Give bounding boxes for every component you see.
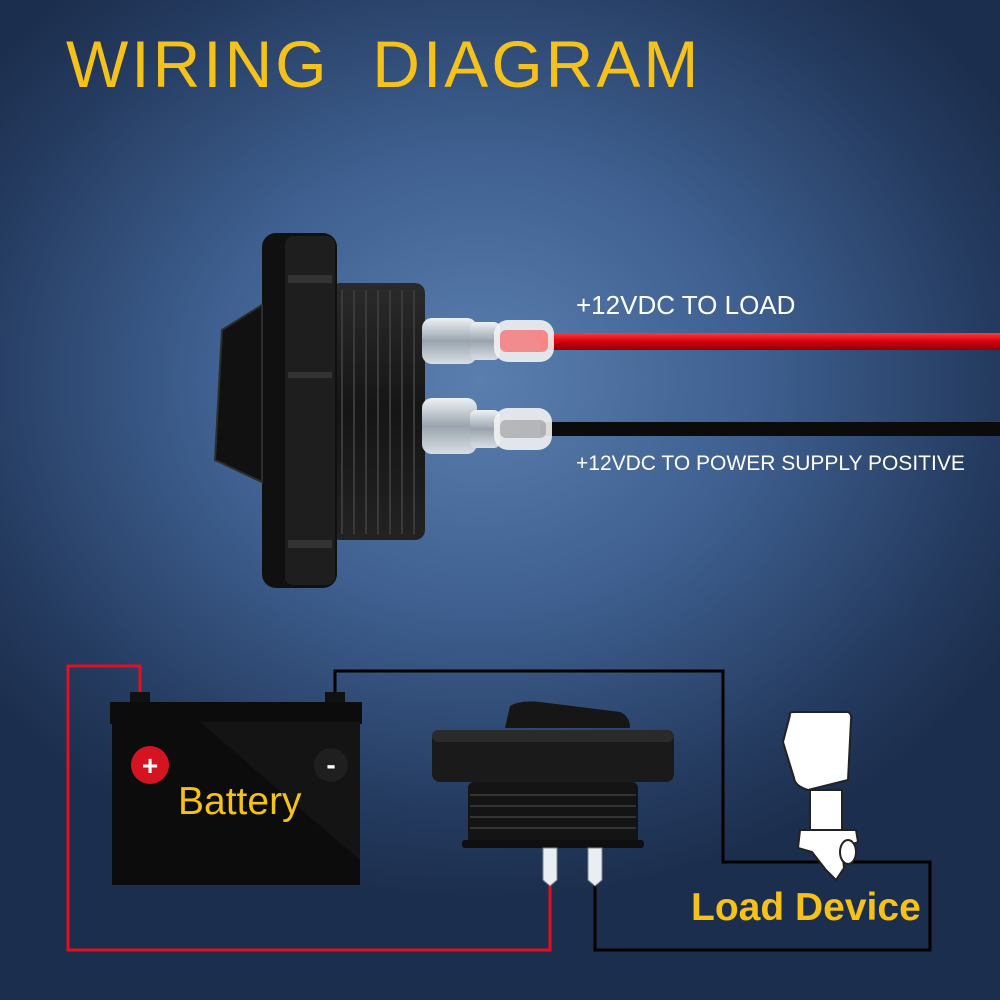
positive-wire-path bbox=[66, 664, 552, 952]
load-wire-label: +12VDC TO LOAD bbox=[576, 290, 796, 320]
terminal-lower bbox=[422, 398, 552, 454]
red-wire bbox=[540, 333, 1000, 350]
switch-photo bbox=[213, 233, 1000, 588]
battery bbox=[110, 692, 362, 885]
battery-positive-symbol: + bbox=[142, 750, 158, 781]
battery-positive-terminal bbox=[131, 746, 169, 784]
switch-side-view bbox=[432, 701, 674, 887]
outboard-motor-icon bbox=[781, 711, 860, 882]
switch-bezel bbox=[262, 233, 337, 588]
supply-wire-label: +12VDC TO POWER SUPPLY POSITIVE bbox=[576, 452, 965, 475]
rocker-button bbox=[213, 303, 263, 484]
battery-negative-symbol: - bbox=[326, 749, 335, 780]
battery-negative-terminal bbox=[314, 748, 348, 782]
load-device-label: Load Device bbox=[691, 886, 921, 929]
battery-label: Battery bbox=[178, 780, 302, 823]
diagram-title: WIRING DIAGRAM bbox=[66, 27, 702, 101]
terminal-upper bbox=[422, 318, 554, 364]
black-wire bbox=[540, 422, 1000, 436]
switch-thread bbox=[330, 283, 425, 540]
